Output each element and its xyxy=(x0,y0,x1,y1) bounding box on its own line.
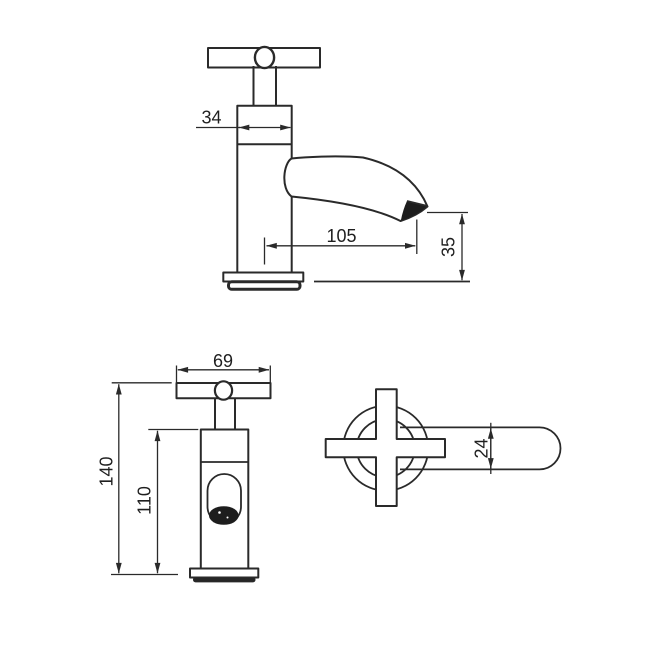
base-flange-front xyxy=(189,567,260,579)
spout-mouth-line xyxy=(406,200,428,207)
dim-35-label: 35 xyxy=(439,237,459,257)
dimension-spout-outlet-height: 35 xyxy=(427,211,468,281)
handle-stem-side xyxy=(252,66,277,107)
top-view: 24 xyxy=(324,388,562,507)
dim-69-label: 69 xyxy=(213,351,233,371)
dimension-handle-width: 69 xyxy=(175,351,271,383)
handle-stem-front xyxy=(214,398,236,431)
side-view: 34 105 35 xyxy=(196,45,470,291)
spout-side xyxy=(283,155,429,222)
dim-24-label: 24 xyxy=(472,438,492,458)
dimension-spout-reach: 105 xyxy=(263,219,418,265)
spout-outlet-opening-side xyxy=(400,201,428,221)
spout-outlet-front xyxy=(209,506,239,525)
dim-110-label: 110 xyxy=(135,486,155,515)
dim-105-label: 105 xyxy=(326,226,356,246)
dim-34-label: 34 xyxy=(201,108,221,128)
handle-hub-circle-side xyxy=(253,45,276,70)
base-flange-side xyxy=(222,271,305,283)
front-view: 69 140 110 xyxy=(97,351,272,583)
cross-handle-top-view xyxy=(324,388,446,507)
outlet-highlight-dot xyxy=(226,516,229,519)
dimension-body-width: 34 xyxy=(196,108,291,131)
outlet-highlight-dot xyxy=(218,511,221,514)
spout-top-view xyxy=(400,426,562,471)
dimension-spout-width: 24 xyxy=(472,422,494,474)
handle-hub-circle-front xyxy=(213,380,234,401)
dimension-body-height: 110 xyxy=(135,428,199,574)
dim-140-label: 140 xyxy=(97,456,117,486)
base-seal-side xyxy=(227,280,302,291)
dimension-overall-height: 140 xyxy=(97,382,178,576)
base-seal-front xyxy=(193,577,256,583)
